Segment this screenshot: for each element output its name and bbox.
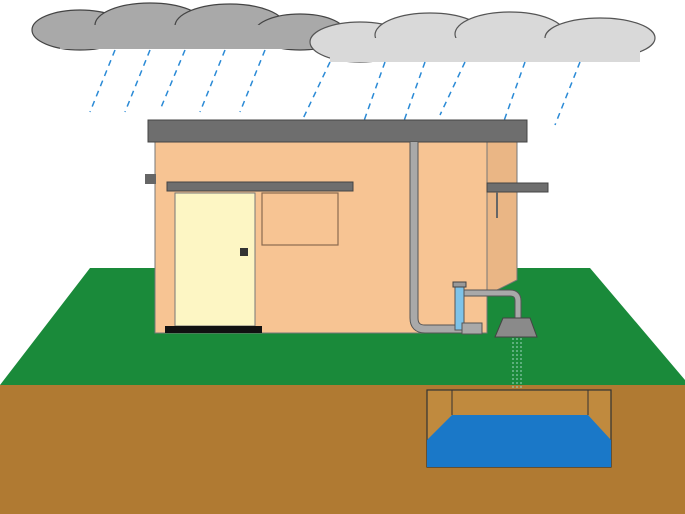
rain-drops	[89, 49, 581, 133]
recharge-funnel	[494, 317, 538, 338]
filter-cap	[452, 281, 467, 288]
wall-vent	[145, 174, 156, 184]
roof	[147, 119, 528, 143]
filter-valve	[461, 322, 483, 335]
house-side-wall	[486, 141, 518, 296]
light-cloud	[309, 11, 656, 63]
downpipe-system	[409, 142, 522, 335]
overflow-pipe	[459, 290, 521, 325]
side-awning	[486, 182, 549, 193]
door-mat	[165, 326, 262, 333]
seepage-lines	[512, 338, 522, 400]
door-knob	[240, 248, 248, 256]
downpipe	[410, 142, 462, 333]
house	[145, 119, 549, 334]
door-canopy	[166, 181, 354, 192]
groundwater	[427, 415, 611, 467]
window	[261, 192, 339, 246]
door	[174, 192, 256, 327]
